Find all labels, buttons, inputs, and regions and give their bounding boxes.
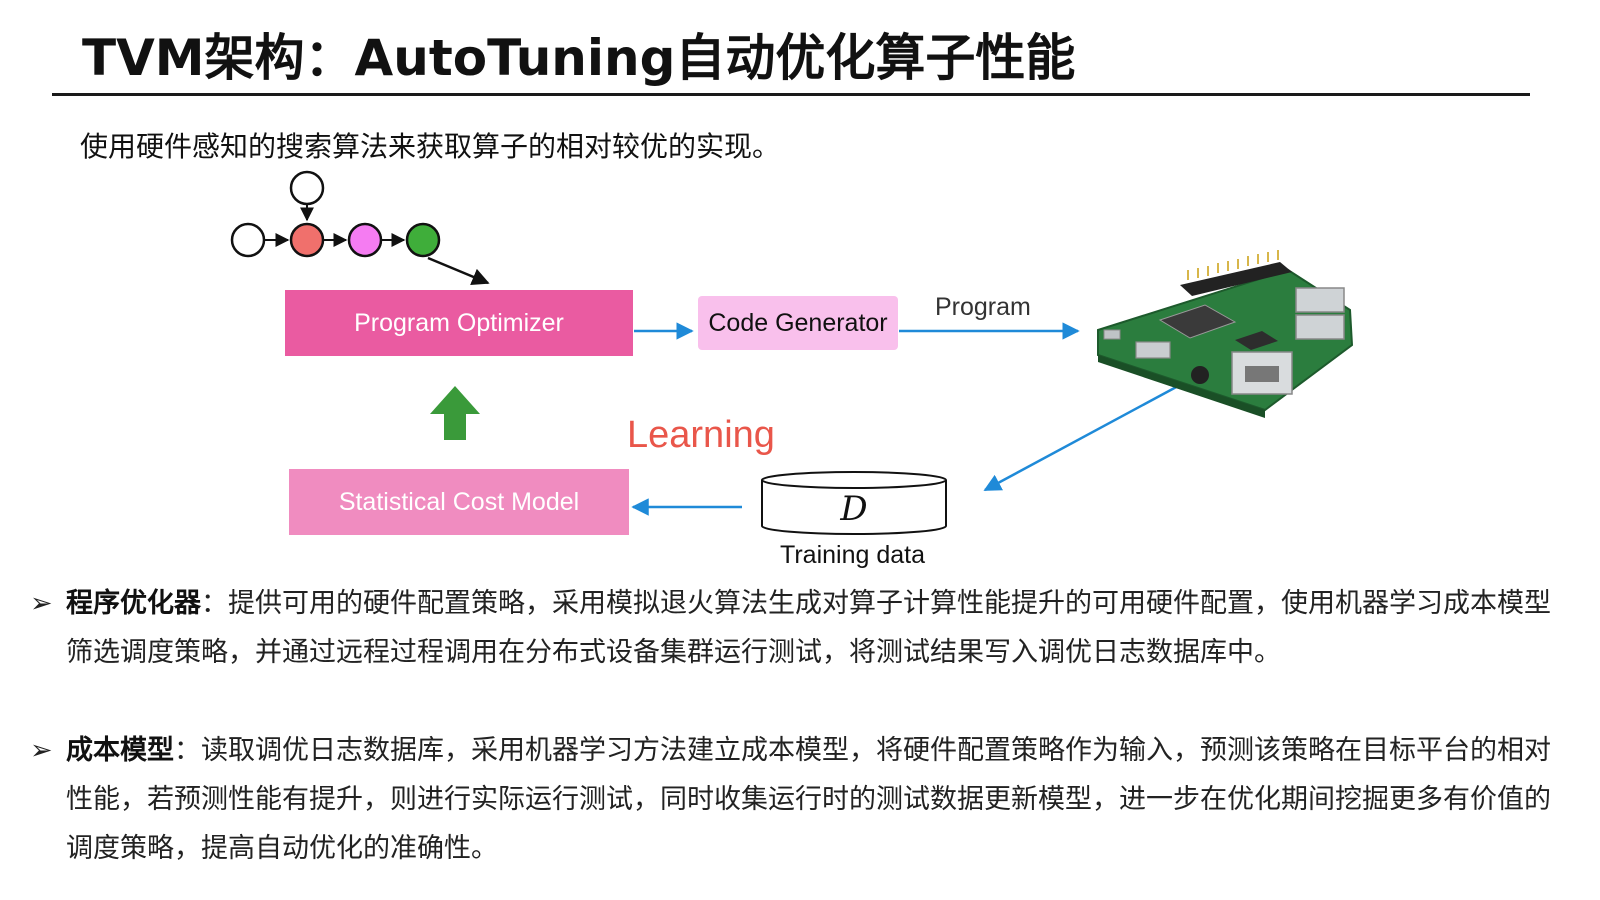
bullet-heading: 成本模型 [66,735,174,766]
graph-node-4 [405,222,441,258]
learning-label: Learning [627,414,775,456]
graph-to-optimizer-arrow [427,256,490,286]
device-to-data-arrow [983,383,1181,492]
bullet-arrow-icon: ➢ [30,588,53,619]
slide-title: TVM架构：AutoTuning自动优化算子性能 [82,29,1076,87]
computation-graph [230,170,490,286]
graph-node-1 [230,222,266,258]
program-label: Program [935,293,1031,321]
graph-node-3 [347,222,383,258]
bullet-body: 读取调优日志数据库，采用机器学习方法建立成本模型，将硬件配置策略作为输入，预测该… [66,735,1551,864]
training-data-label: Training data [780,541,925,569]
bullet-arrow-icon: ➢ [30,735,53,766]
bullet-separator: ： [201,588,228,619]
intro-text: 使用硬件感知的搜索算法来获取算子的相对较优的实现。 [80,130,781,163]
graph-node-2 [289,222,325,258]
title-divider [52,93,1530,96]
graph-node-top [289,170,325,206]
bullet-separator: ： [174,735,201,766]
raspberry-pi-board-icon [1097,250,1354,418]
bullet-body: 提供可用的硬件配置策略，采用模拟退火算法生成对算子计算性能提升的可用硬件配置，使… [66,588,1551,668]
program-optimizer-box: Program Optimizer [285,290,633,356]
bullet-heading: 程序优化器 [66,588,201,619]
green-up-arrow-icon [430,386,480,440]
training-data-cylinder: D [761,471,947,535]
dataset-symbol: D [839,489,867,529]
statistical-cost-model-box: Statistical Cost Model [289,469,629,535]
code-generator-box: Code Generator [698,296,898,350]
bullet-program-optimizer: ➢ 程序优化器：提供可用的硬件配置策略，采用模拟退火算法生成对算子计算性能提升的… [30,579,1560,677]
bullet-cost-model: ➢ 成本模型：读取调优日志数据库，采用机器学习方法建立成本模型，将硬件配置策略作… [30,726,1560,873]
